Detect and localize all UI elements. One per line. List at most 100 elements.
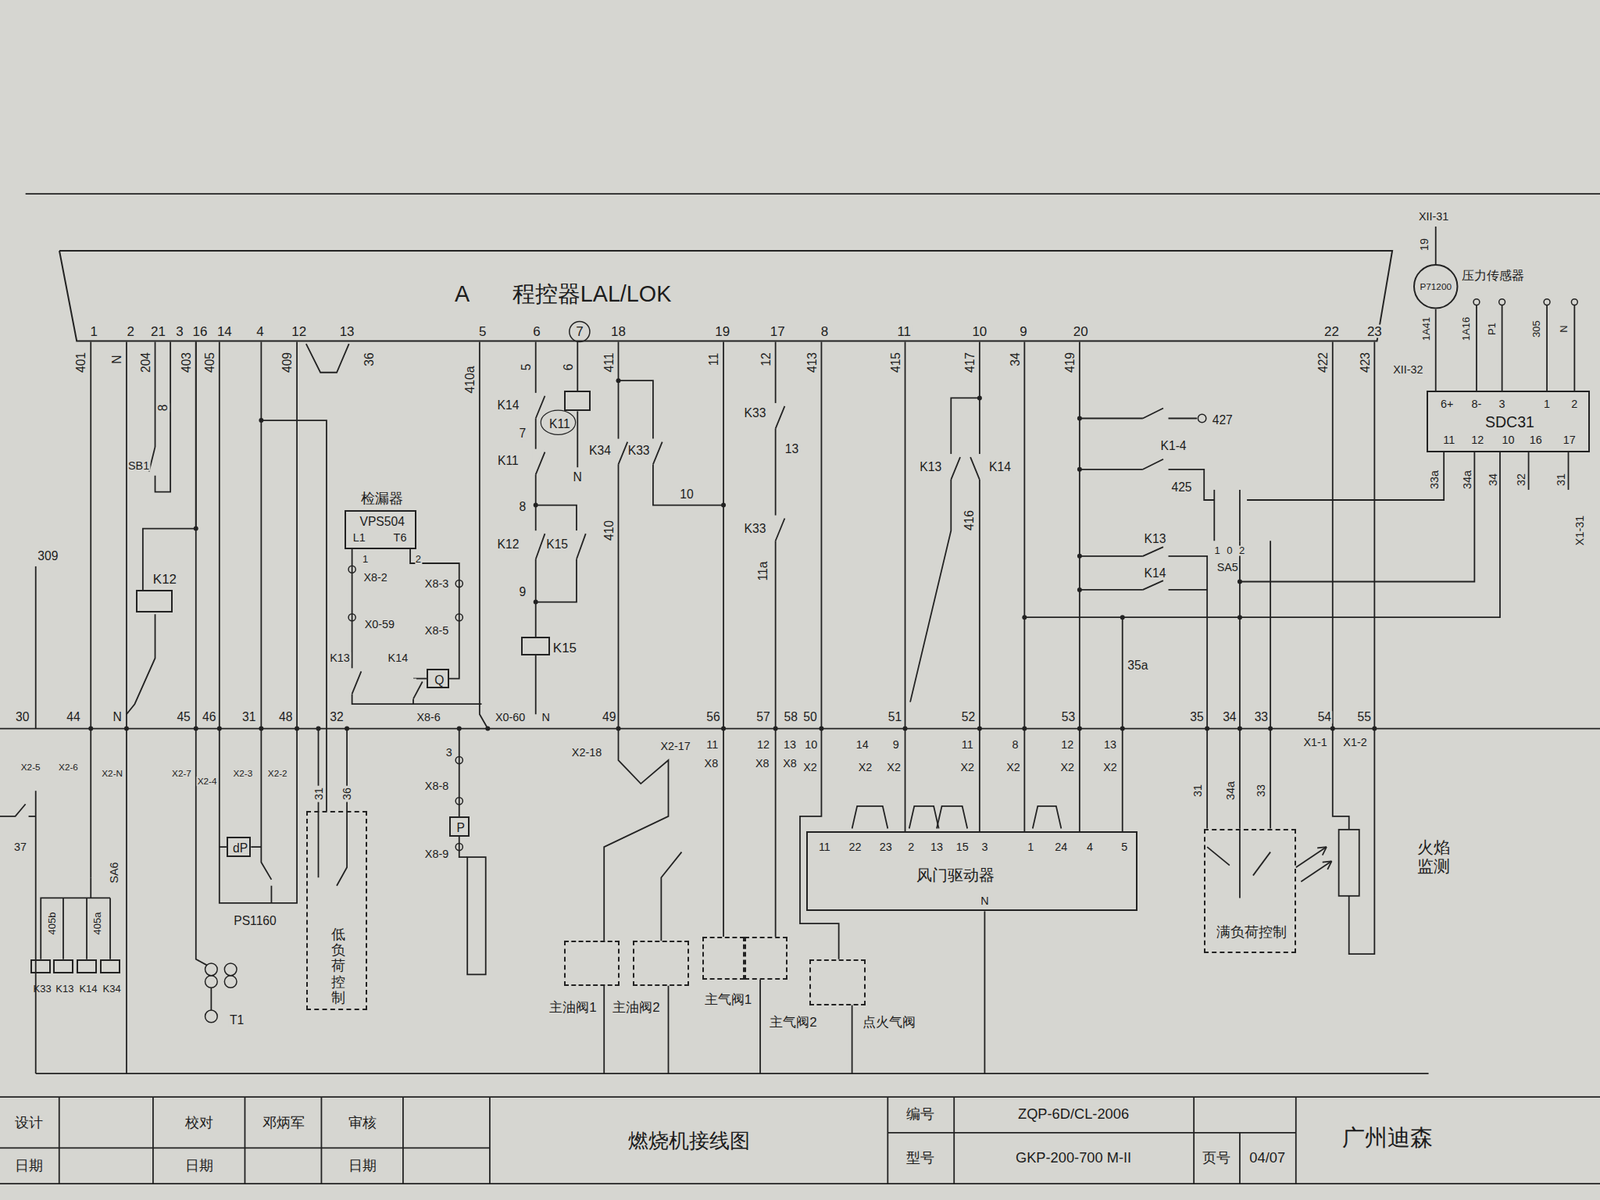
terminal-circle	[205, 963, 218, 976]
junction-dot	[1120, 726, 1125, 732]
relay-coil: K11	[564, 390, 591, 411]
wire-label: 53	[1060, 710, 1076, 724]
wire-line	[402, 1096, 404, 1184]
wire-label: 8	[820, 325, 829, 339]
wire-connector	[535, 342, 537, 637]
wire-line	[271, 885, 273, 904]
contact-symbol	[772, 403, 786, 429]
wire-line	[978, 479, 981, 833]
wire-line	[936, 806, 968, 829]
junction-dot	[217, 726, 222, 732]
terminal-circle	[205, 1010, 218, 1023]
wire-line	[0, 728, 1600, 730]
relay-coil: K14	[76, 959, 97, 974]
wire-line	[576, 410, 579, 468]
terminal-circle	[224, 975, 237, 989]
node-text: P71200	[1419, 282, 1452, 292]
wire-label: 6	[562, 363, 575, 372]
contact-blade	[535, 533, 546, 560]
wire-label: 2	[907, 841, 915, 853]
wire-line	[351, 549, 354, 669]
wire-line	[1192, 1096, 1195, 1184]
wire-line	[35, 1072, 1429, 1075]
junction-dot	[294, 726, 300, 732]
wire-label: 日期	[14, 1157, 44, 1172]
wire-label: 31	[1555, 472, 1567, 487]
band-outline	[59, 250, 1393, 342]
wire-line	[1246, 452, 1444, 500]
terminal-circle	[455, 580, 463, 588]
wire-label: 11	[960, 739, 975, 750]
junction-dot	[1330, 726, 1336, 732]
wire-line	[58, 1096, 61, 1184]
wire-label: K33	[743, 522, 768, 536]
wire-label: 11	[707, 352, 721, 367]
wire-label: 401	[75, 351, 89, 374]
wire-line	[1023, 617, 1025, 832]
wire-line	[125, 342, 128, 1074]
wire-label: 17	[769, 325, 786, 339]
wire-label: 15	[955, 841, 970, 853]
contact-blade	[950, 457, 961, 480]
wire-line	[1349, 342, 1375, 955]
wire-line	[25, 192, 1600, 195]
wire-label: X8-5	[424, 625, 450, 636]
wire-line	[40, 897, 111, 959]
contact-symbol	[532, 392, 546, 419]
wire-line	[1078, 342, 1081, 833]
junction-dot	[193, 526, 199, 532]
wire-line	[260, 420, 272, 880]
wire-line	[317, 802, 320, 879]
wire-label: K11	[496, 455, 520, 468]
wire-label: 413	[806, 351, 819, 374]
wire-line	[1142, 407, 1164, 418]
wire-label: 12	[290, 325, 308, 339]
wire-line	[35, 566, 37, 729]
junction-dot	[533, 600, 539, 605]
valve-symbol: 主气阀2	[744, 936, 788, 980]
wire-line	[1253, 852, 1271, 876]
terminal-circle	[1543, 299, 1550, 306]
wire-label: 2	[125, 325, 135, 339]
wire-line	[1239, 1132, 1241, 1184]
node-text: P	[457, 821, 465, 835]
node-text: 风门驱动器	[916, 868, 995, 885]
wire-label: SA6	[108, 860, 120, 884]
control-group: 满负荷控制	[1203, 828, 1297, 954]
pressure-switch: P	[449, 816, 470, 837]
junction-dot	[258, 417, 264, 423]
wire-connector	[775, 342, 777, 937]
wire-label: 12	[1470, 434, 1485, 446]
wire-label: ZQP-6D/CL-2006	[1017, 1107, 1130, 1122]
wire-label: X8-8	[424, 780, 450, 792]
wire-connector	[142, 342, 197, 590]
contact-symbol	[349, 668, 362, 695]
junction-dot	[1371, 726, 1377, 732]
wire-label: 7	[517, 427, 527, 440]
wire-line	[1435, 226, 1437, 265]
wire-line	[1121, 617, 1124, 832]
wire-line	[618, 380, 654, 439]
wire-label: SB1	[127, 459, 150, 471]
wire-label: 7	[575, 325, 584, 339]
wire-label: 1	[1214, 546, 1222, 557]
wire-label: T6	[392, 532, 408, 543]
wire-label: 9	[892, 739, 900, 750]
wire-label: 56	[705, 710, 721, 724]
wire-line	[667, 985, 670, 1074]
junction-dot	[124, 726, 129, 732]
wire-label: K14	[1143, 567, 1168, 580]
wire-label: N	[979, 895, 990, 907]
wire-label: 31	[312, 786, 324, 801]
wire-label: 邓炳军	[261, 1115, 306, 1130]
wire-line	[1142, 459, 1164, 470]
wire-label: X2-7	[171, 768, 193, 779]
relay-coil: K34	[100, 959, 121, 974]
junction-dot	[1204, 726, 1210, 732]
wire-label: 34a	[1225, 780, 1236, 801]
wire-line	[1168, 556, 1208, 829]
wire-label: 11	[705, 739, 719, 750]
wire-line	[950, 342, 980, 455]
wire-line	[1168, 469, 1215, 500]
wire-line	[1269, 540, 1272, 829]
